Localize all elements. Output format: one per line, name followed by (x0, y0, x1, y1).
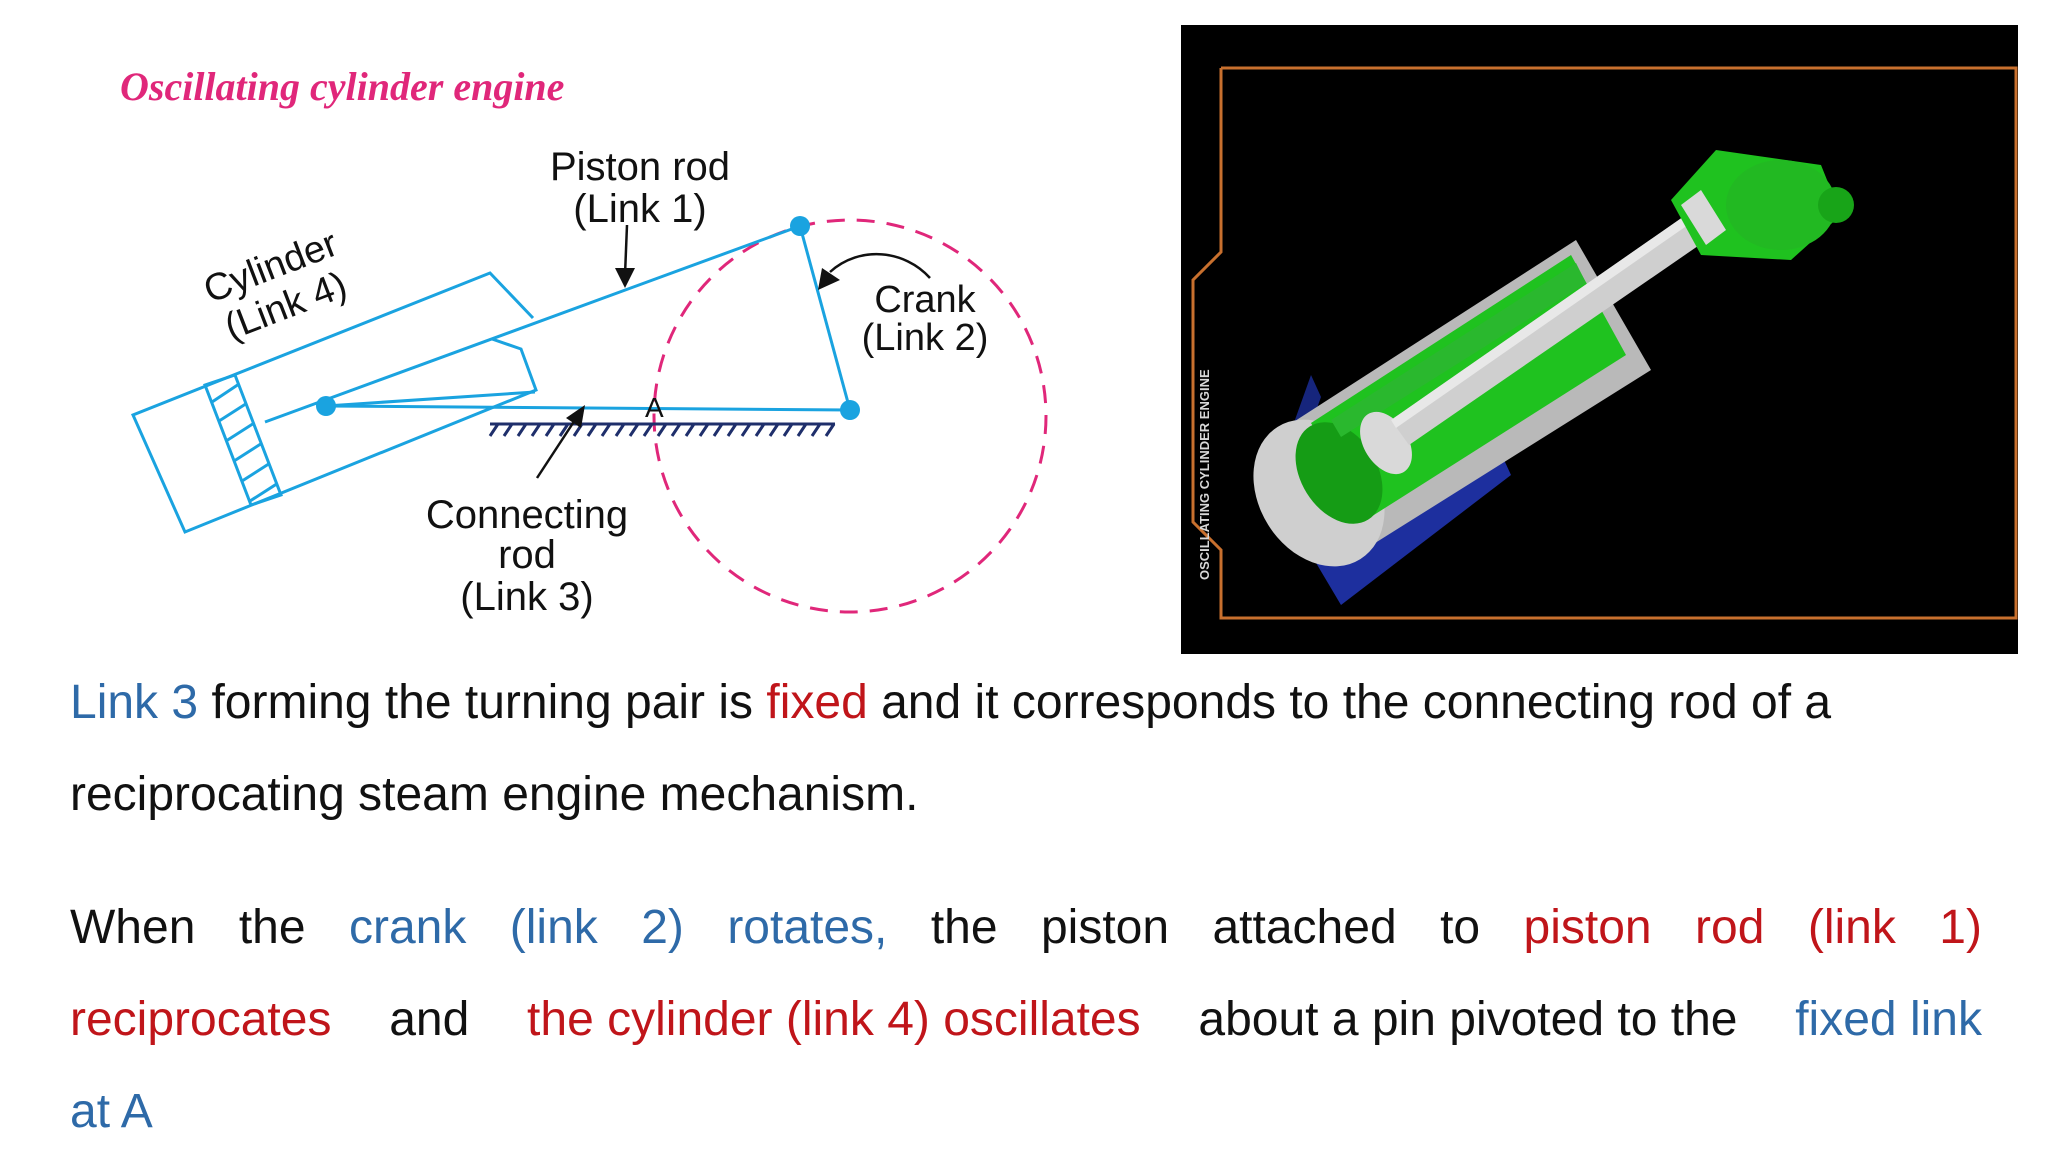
cylinder-link-4 (130, 271, 538, 534)
term-cylinder-oscillates: the cylinder (link 4) oscillates (527, 993, 1141, 1046)
pivot-link (325, 390, 536, 408)
term-link-3: Link 3 (70, 676, 199, 729)
paragraph2-line1: When the crank (link 2) rotates, the pis… (70, 901, 1982, 954)
engine-render-panel: OSCILLATING CYLINDER ENGINE (1181, 25, 2018, 654)
term-reciprocates: reciprocates (70, 993, 332, 1046)
paragraph-link3-fixed: Link 3 forming the turning pair is fixed… (70, 675, 1982, 845)
crank-path-circle (652, 218, 1048, 614)
label-crank: Crank (874, 279, 976, 321)
joint-pivot (316, 396, 336, 416)
paragraph-crank-rotation: When the crank (link 2) rotates, the pis… (70, 900, 1982, 1150)
joint-crank-pin (790, 216, 810, 236)
render-side-label: OSCILLATING CYLINDER ENGINE (1197, 369, 1212, 580)
term-fixed: fixed (766, 676, 868, 729)
term-crank: crank (348, 901, 467, 954)
label-crank-link: (Link 2) (862, 317, 989, 359)
joint-crank-center (840, 400, 860, 420)
piston-rod-link-1 (264, 224, 801, 424)
label-arrows (535, 224, 931, 479)
mechanism-diagram: Oscillating cylinder engine (120, 64, 1048, 619)
paragraph1-line1: Link 3 forming the turning pair is fixed… (70, 676, 1832, 729)
label-connecting-rod: rod (498, 533, 556, 577)
label-piston-rod: Piston rod (550, 145, 730, 189)
render-frame (1191, 66, 2018, 620)
term-piston-rod: piston (1523, 901, 1652, 954)
label-piston-rod-link: (Link 1) (573, 187, 706, 231)
diagram-title: Oscillating cylinder engine (120, 64, 564, 109)
render-piston-rod (1391, 210, 1711, 445)
crank-link-2 (798, 225, 852, 411)
label-point-a: A (645, 392, 664, 423)
fixed-link-hatching (488, 422, 836, 437)
label-connecting: Connecting (426, 493, 628, 537)
label-connecting-link: (Link 3) (460, 575, 593, 619)
fixed-link-3 (325, 404, 851, 412)
paragraph2-line2: reciprocates and the cylinder (link 4) o… (70, 993, 1982, 1046)
term-at-a: at A (70, 1085, 153, 1138)
paragraph2-line3: at A (70, 1084, 153, 1139)
term-fixed-link: fixed link (1795, 993, 1982, 1046)
paragraph1-line2: reciprocating steam engine mechanism. (70, 768, 919, 821)
